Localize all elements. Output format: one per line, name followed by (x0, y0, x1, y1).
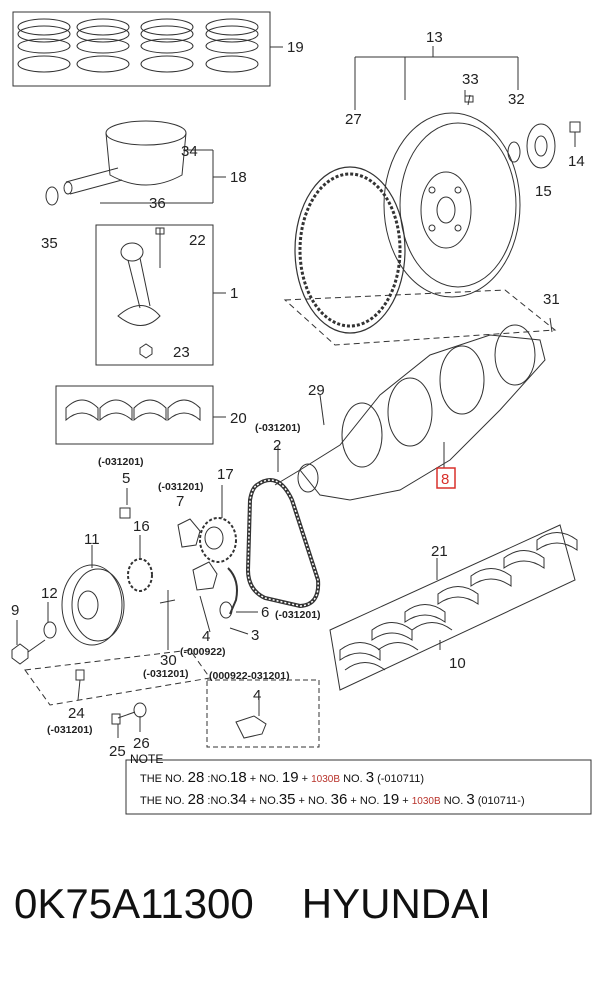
callout-1: 1 (230, 285, 238, 302)
callout-19: 19 (287, 39, 304, 56)
callout-8[interactable]: 8 (441, 471, 449, 488)
piston-rings-group (12, 11, 283, 87)
date-code-2: (-031201) (255, 422, 301, 434)
callout-30: 30 (160, 652, 177, 669)
callout-10: 10 (449, 655, 466, 672)
callout-23: 23 (173, 344, 190, 361)
callout-17: 17 (217, 466, 234, 483)
callout-26: 26 (133, 735, 150, 752)
callout-21: 21 (431, 543, 448, 560)
date-code-7: (-031201) (158, 481, 204, 493)
callout-34: 34 (181, 143, 198, 160)
piston-group (45, 120, 226, 206)
callout-4-inset: 4 (253, 687, 261, 704)
note-line-2: THE NO. 28 :NO.34 + NO.35 + NO. 36 + NO.… (140, 791, 525, 808)
callout-2: 2 (273, 437, 281, 454)
callout-13: 13 (426, 29, 443, 46)
callout-9: 9 (11, 602, 19, 619)
callout-25: 25 (109, 743, 126, 760)
date-code-5: (-031201) (98, 456, 144, 468)
callout-15: 15 (535, 183, 552, 200)
part-caption: 0K75A11300 HYUNDAI (0, 880, 600, 928)
crankshaft-group (274, 317, 553, 501)
date-code-30: (-031201) (143, 668, 189, 680)
highlight-box (436, 467, 456, 489)
callout-6: 6 (261, 604, 269, 621)
note-heading: NOTE (130, 752, 163, 766)
date-code-4: (-000922) (180, 646, 226, 658)
callout-35: 35 (41, 235, 58, 252)
rod-bearings-group (55, 385, 226, 445)
callout-32: 32 (508, 91, 525, 108)
connecting-rod-group (95, 224, 226, 366)
note-line-1: THE NO. 28 :NO.18 + NO. 19 + 1030B NO. 3… (140, 769, 424, 786)
date-code-6: (-031201) (275, 609, 321, 621)
callout-31: 31 (543, 291, 560, 308)
callout-5: 5 (122, 470, 130, 487)
callout-7: 7 (176, 493, 184, 510)
parts-diagram: 19 13 33 32 27 14 15 34 18 36 35 22 1 23… (11, 11, 592, 815)
callout-16: 16 (133, 518, 150, 535)
flywheel-group (283, 46, 581, 346)
crank-pulley-group (11, 488, 258, 738)
timing-belt-group (245, 394, 325, 609)
callout-20: 20 (230, 410, 247, 427)
date-code-24: (-031201) (47, 724, 93, 736)
crank-sprocket-group (199, 485, 237, 563)
main-bearings-group (329, 524, 578, 691)
callout-14: 14 (568, 153, 585, 170)
callout-12: 12 (41, 585, 58, 602)
callout-29: 29 (308, 382, 325, 399)
callout-4: 4 (202, 628, 210, 645)
callout-33: 33 (462, 71, 479, 88)
callout-27: 27 (345, 111, 362, 128)
callout-36: 36 (149, 195, 166, 212)
brand-name: HYUNDAI (301, 880, 491, 927)
callout-3: 3 (251, 627, 259, 644)
note-box (125, 759, 592, 815)
date-code-inset: (000922-031201) (209, 670, 290, 682)
part-number: 0K75A11300 (14, 880, 254, 927)
callout-18: 18 (230, 169, 247, 186)
callout-11: 11 (84, 531, 100, 548)
inset-tensioner-group (206, 679, 320, 748)
callout-24: 24 (68, 705, 85, 722)
callout-22: 22 (189, 232, 206, 249)
